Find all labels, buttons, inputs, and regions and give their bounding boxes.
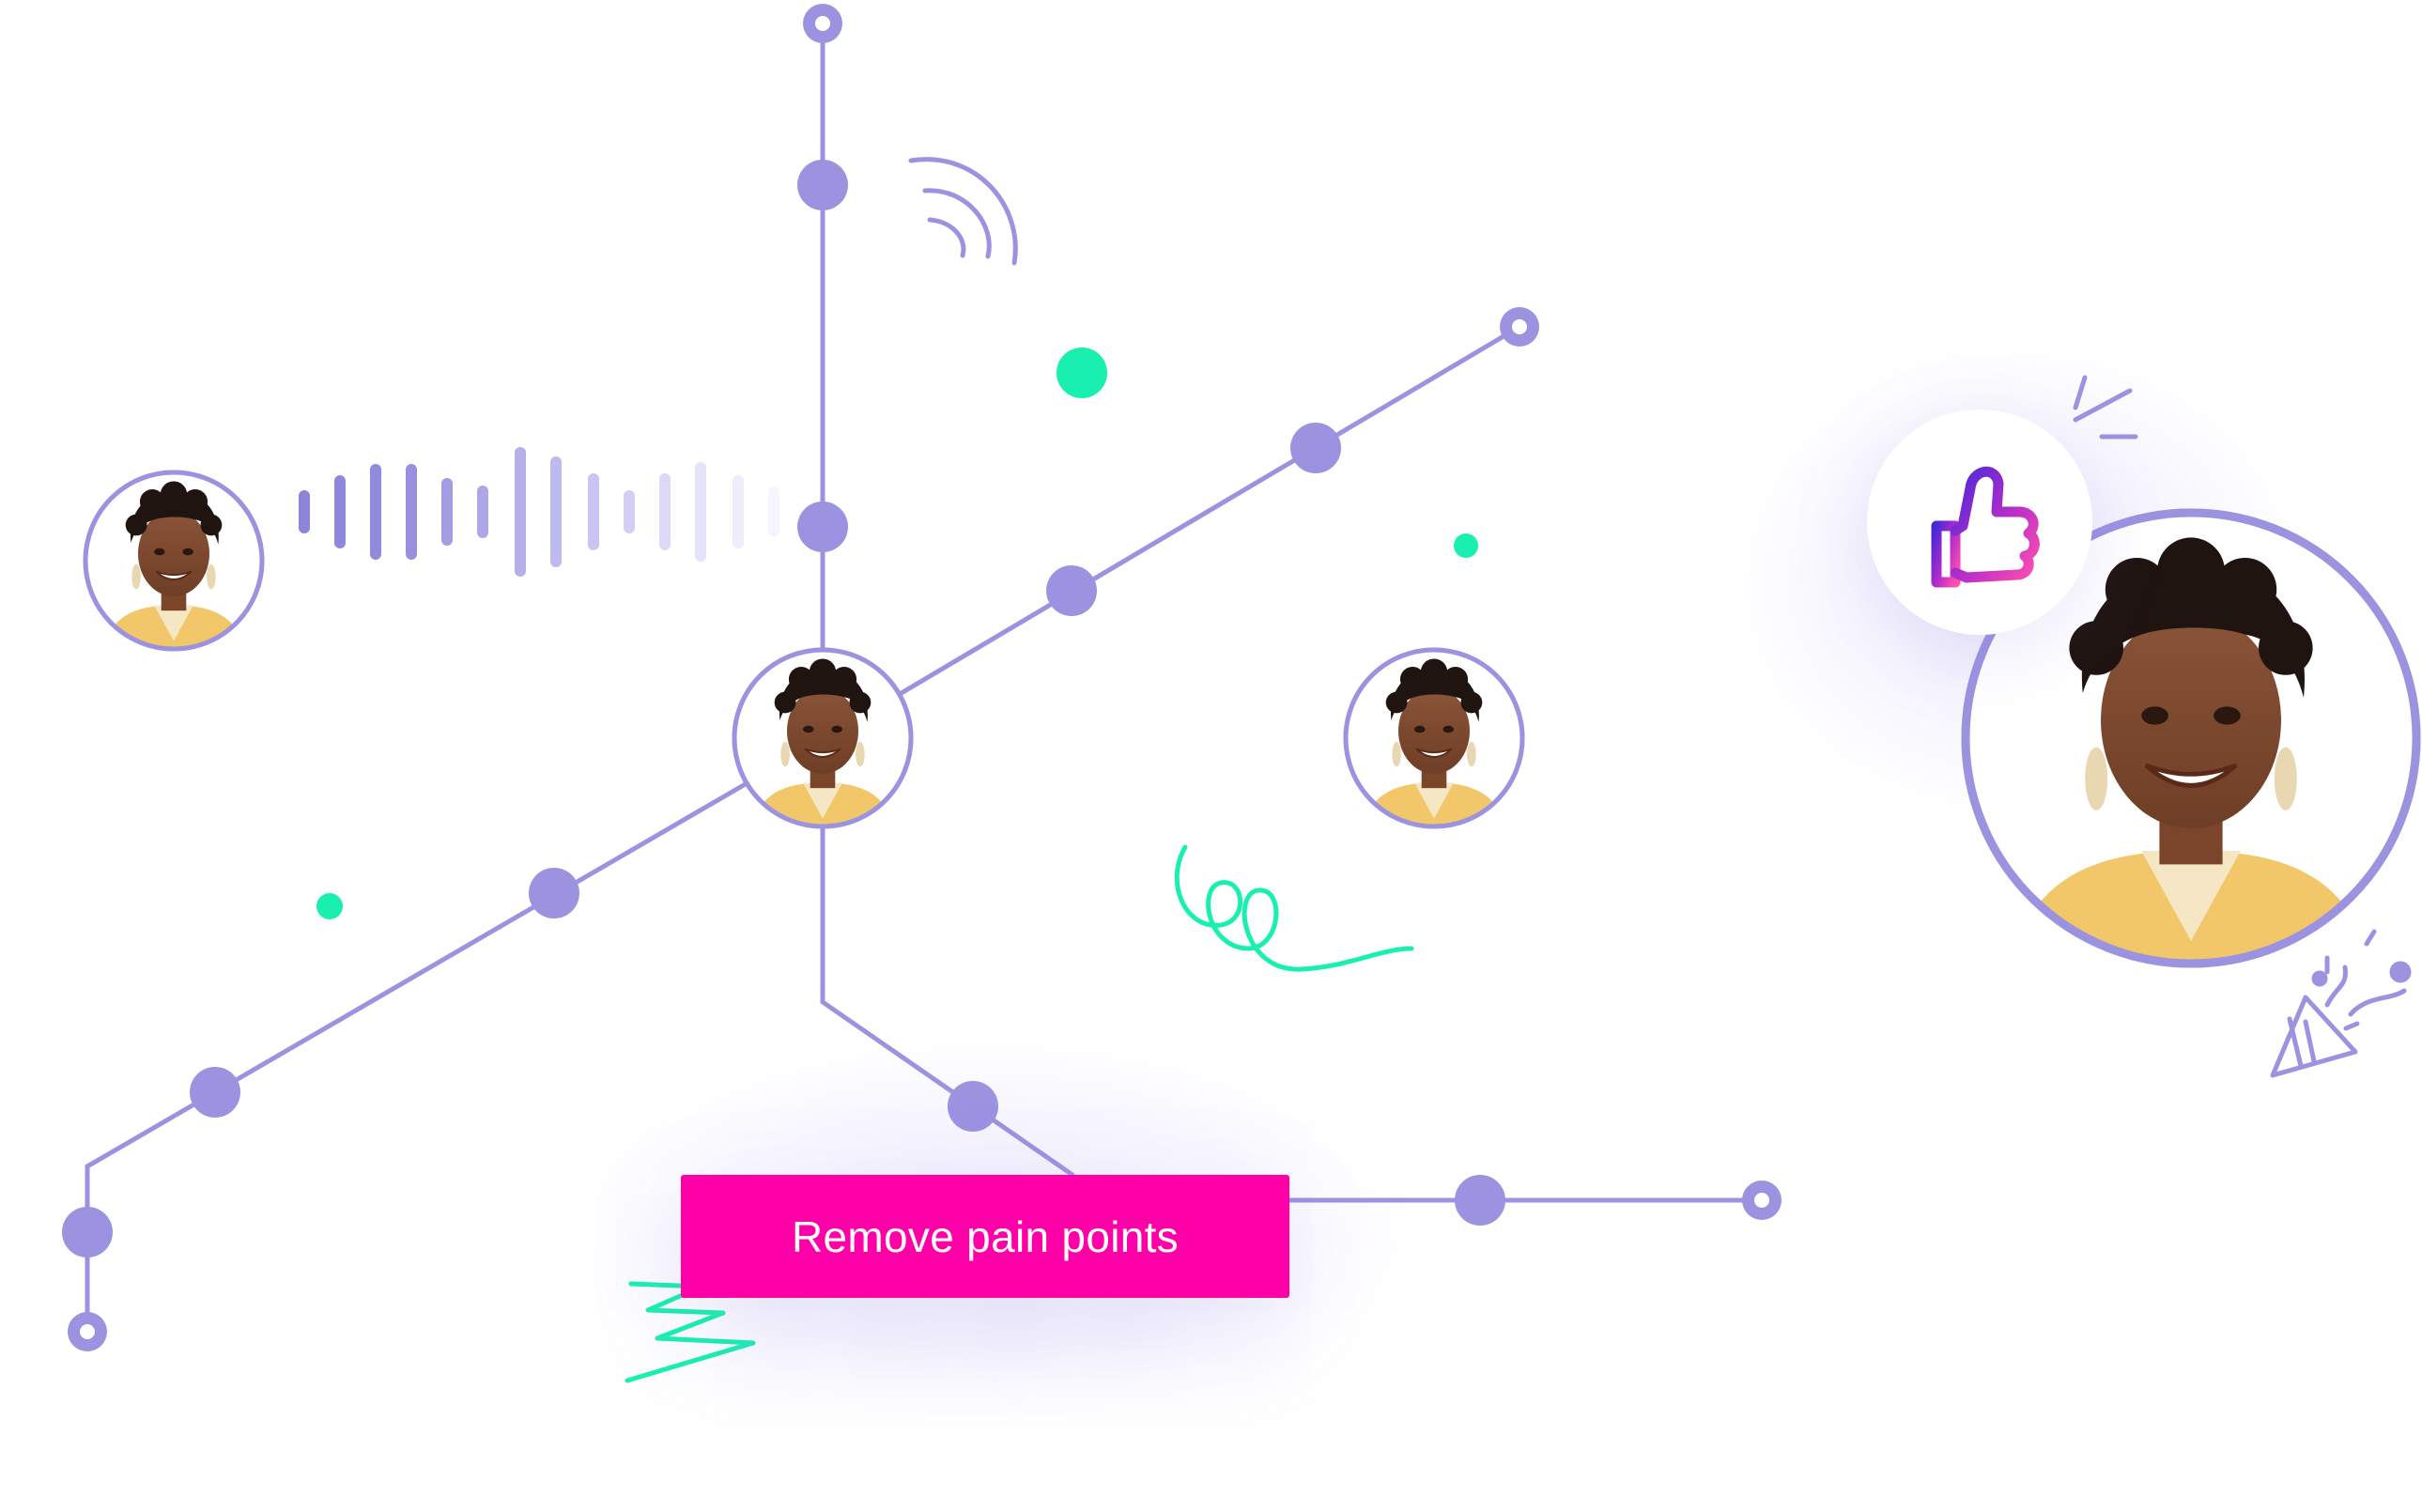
avatar-large [1961,508,2421,968]
thumbs-up-icon [1931,466,2040,588]
node [1455,1175,1505,1226]
remove-pain-points-button[interactable]: Remove pain points [681,1175,1289,1298]
endpoint-rings [68,4,1782,1351]
node [1046,565,1097,616]
accent-dots [316,347,1478,919]
thumbs-up-badge [1867,409,2092,635]
avatar-center [732,647,914,829]
squiggle-doodle [1174,844,1414,972]
node [797,160,848,210]
sparkle-lines [2073,375,2138,440]
signal-arcs-icon [908,157,1018,266]
network-nodes [62,160,1505,1257]
green-dot [1057,347,1107,398]
avatar-right-middle [1343,647,1525,829]
node [1290,423,1341,473]
node [797,501,848,552]
line-diagonal-lower [85,779,751,1335]
green-dot [316,893,343,919]
node [948,1081,998,1132]
node [190,1067,240,1118]
avatar-left [83,470,265,652]
sound-wave-icon [299,447,779,577]
node [62,1207,113,1257]
green-dot [1454,533,1478,558]
party-popper-icon [2270,929,2412,1078]
line-diagonal-upper [892,324,1522,700]
node [529,868,579,918]
